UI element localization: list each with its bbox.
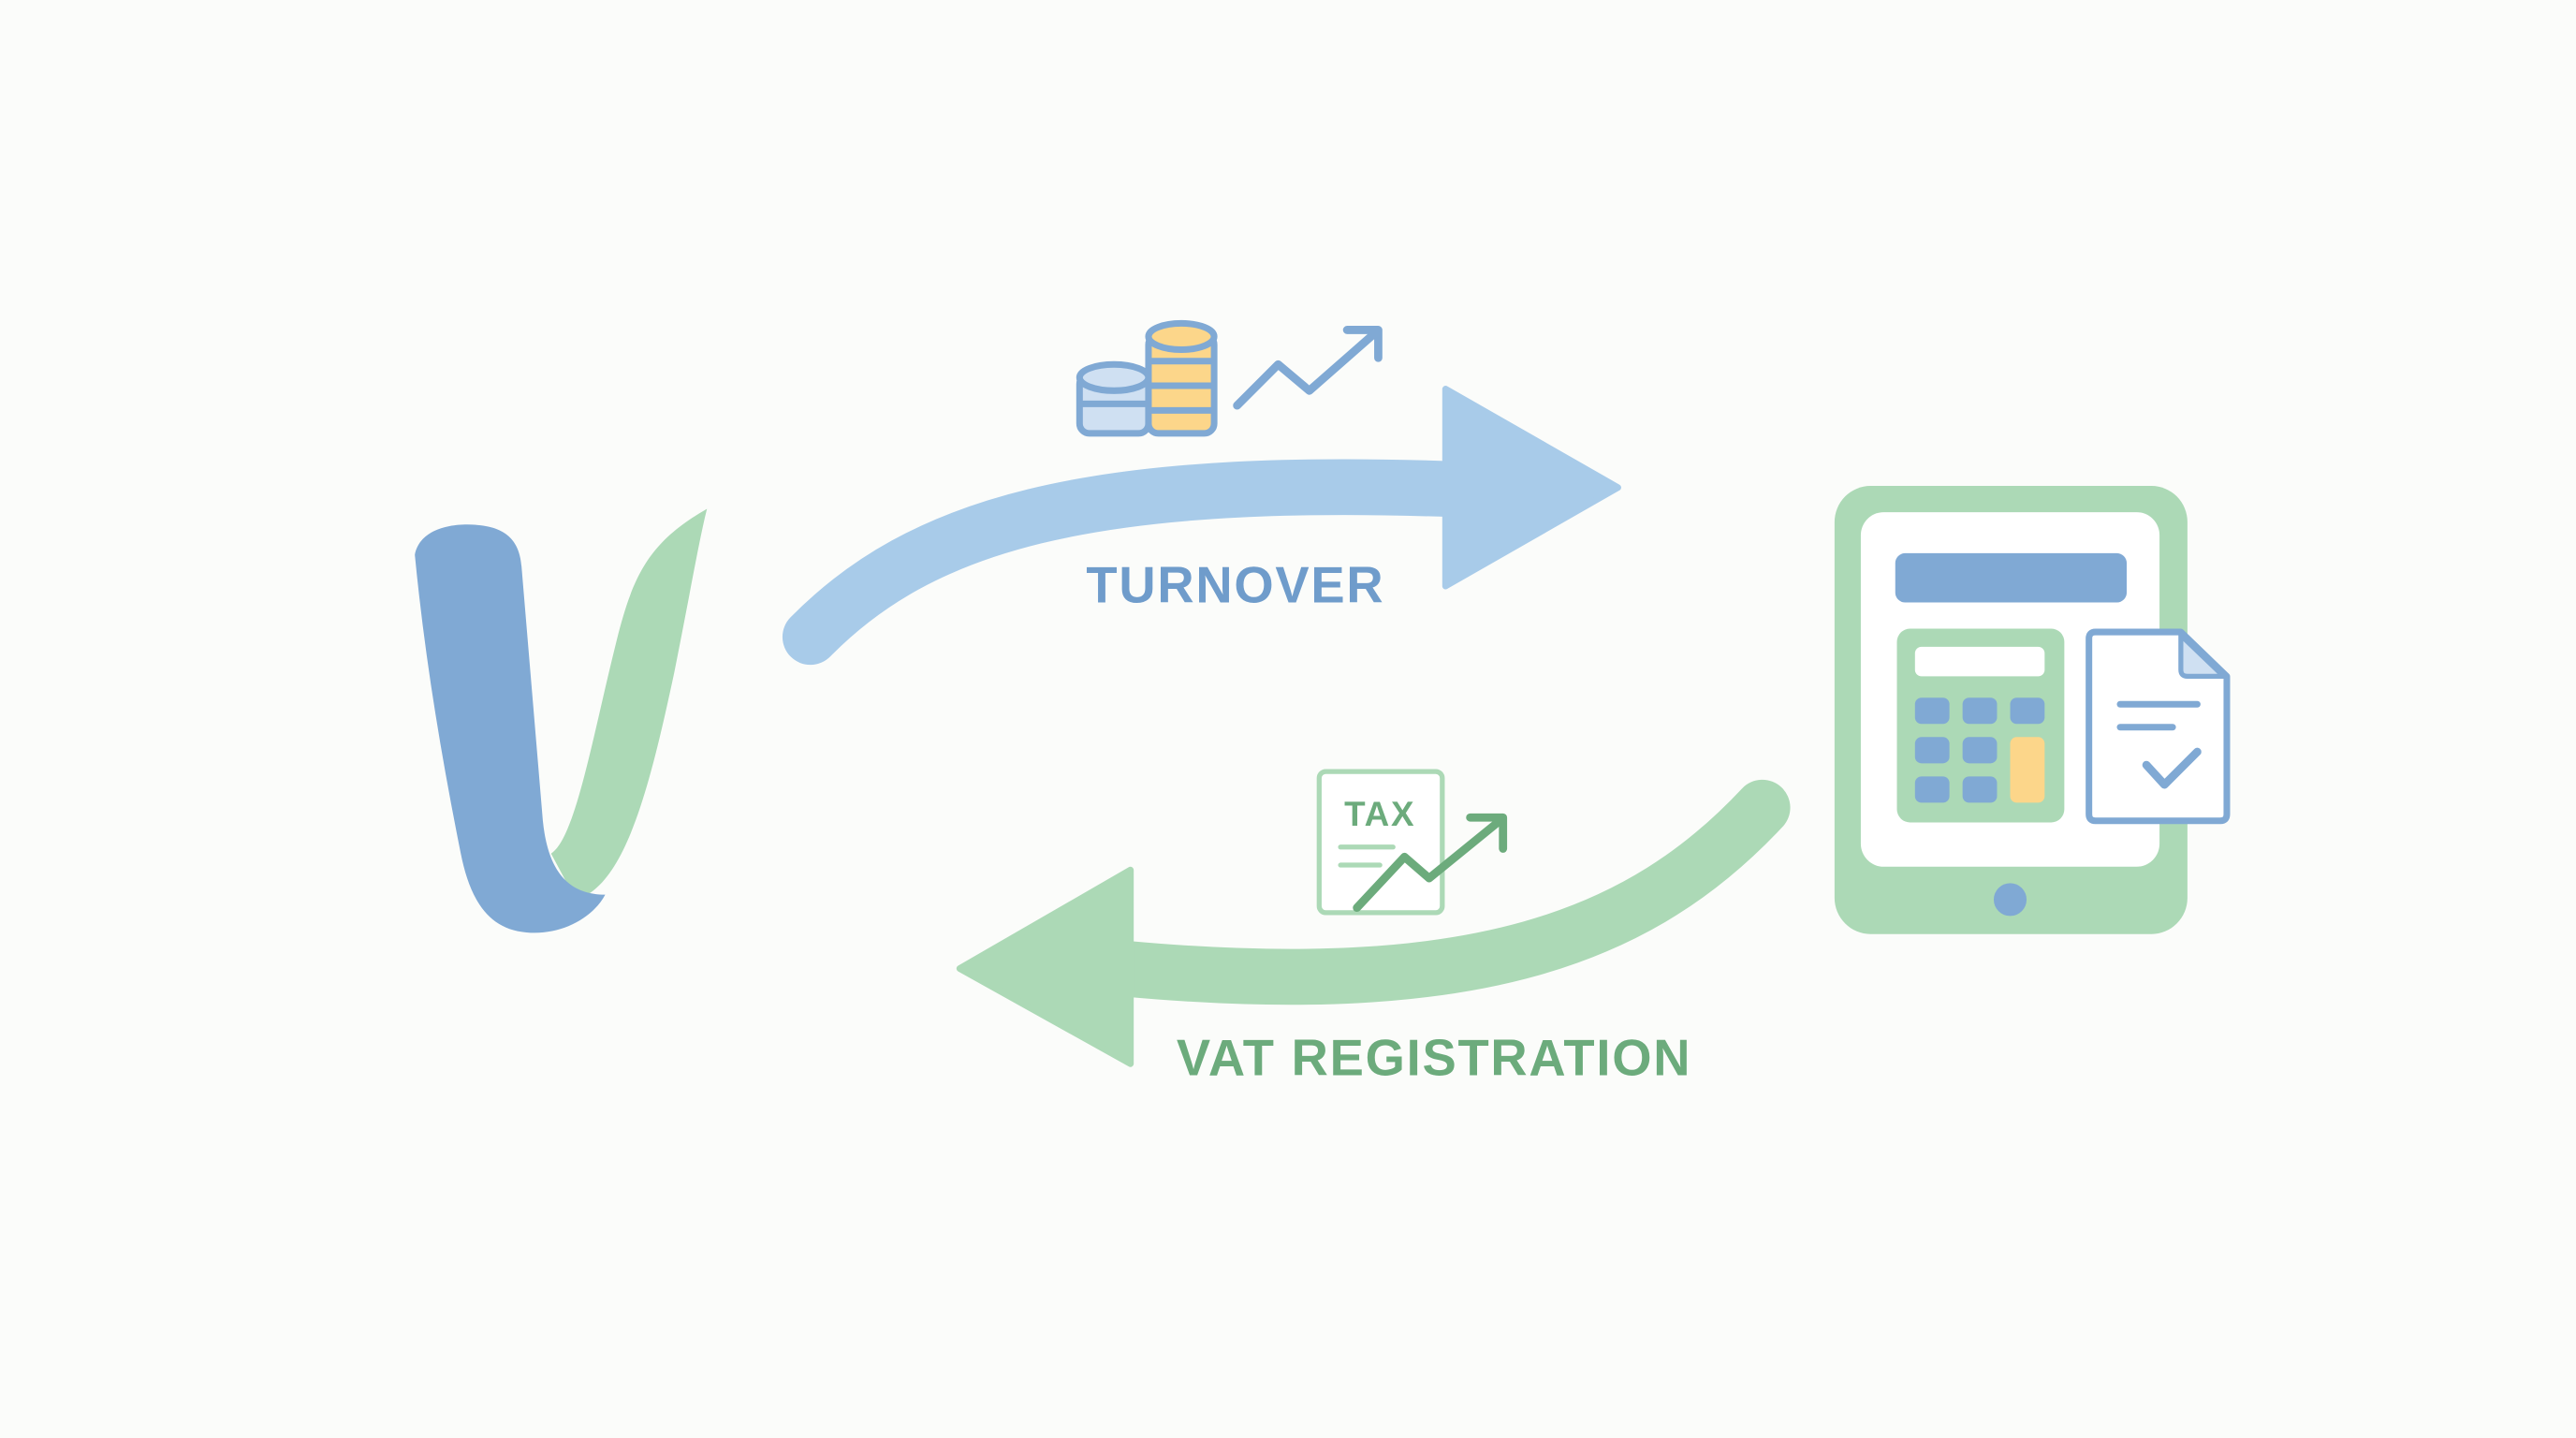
vat-registration-label: VAT REGISTRATION — [1177, 1029, 1691, 1086]
v-logo-green-stroke — [550, 508, 708, 900]
tax-document-icon: TAX — [1316, 769, 1508, 916]
checked-document-icon — [2086, 628, 2231, 825]
turnover-label: TURNOVER — [1086, 557, 1384, 614]
turnover-arrow — [782, 386, 1621, 666]
trend-up-icon — [1233, 326, 1383, 410]
tablet-calculator-icon — [1834, 486, 2231, 934]
vat-registration-arrow — [956, 779, 1791, 1067]
coins-icon — [1076, 319, 1218, 437]
calculator-icon — [1896, 628, 2065, 823]
v-logo-blue-stroke — [415, 524, 606, 933]
v-logo — [415, 508, 708, 933]
tax-icon-text: TAX — [1344, 795, 1415, 833]
home-button-icon — [1993, 883, 2027, 917]
